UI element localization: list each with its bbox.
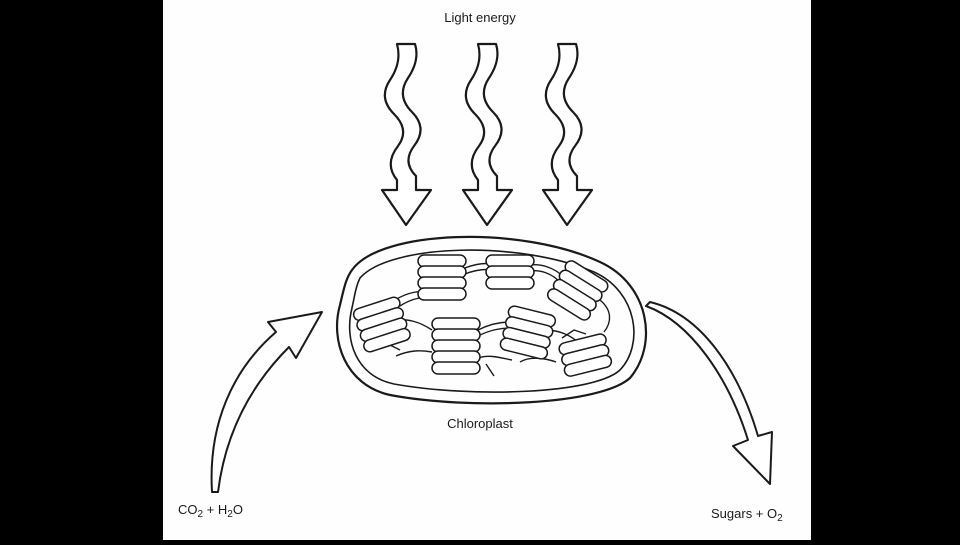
product-subscript: 2	[777, 513, 783, 524]
granum-2	[485, 254, 535, 290]
reactant-co-subscript: 2	[197, 509, 204, 520]
granum-1	[417, 254, 467, 301]
reactant-o-text: O	[232, 502, 243, 517]
chloroplast	[336, 235, 648, 405]
reactant-co-text: CO	[178, 502, 198, 517]
reactant-h-text: H	[217, 502, 228, 517]
reactant-plus-text: +	[203, 502, 218, 517]
grana	[352, 254, 613, 377]
light-arrows	[380, 42, 594, 227]
output-arrow-icon	[645, 301, 773, 485]
input-arrow-icon	[210, 311, 323, 493]
granum-3	[546, 260, 609, 321]
chloroplast-inner-membrane	[348, 249, 635, 393]
light-arrow-2-icon	[461, 42, 514, 227]
light-arrow-3-icon	[541, 42, 594, 227]
granum-7	[558, 333, 613, 377]
reactants-label: CO2 + H2O	[178, 502, 243, 520]
chloroplast-outer-membrane	[336, 235, 648, 405]
reactant-h-subscript: 2	[227, 509, 233, 520]
light-energy-label: Light energy	[444, 10, 516, 25]
products-label: Sugars + O2	[711, 506, 783, 524]
product-text: Sugars + O	[711, 506, 778, 521]
granum-5	[431, 317, 481, 375]
light-arrow-1-icon	[380, 42, 433, 227]
granum-4	[352, 296, 411, 353]
chloroplast-label: Chloroplast	[447, 416, 513, 431]
granum-6	[499, 305, 557, 360]
